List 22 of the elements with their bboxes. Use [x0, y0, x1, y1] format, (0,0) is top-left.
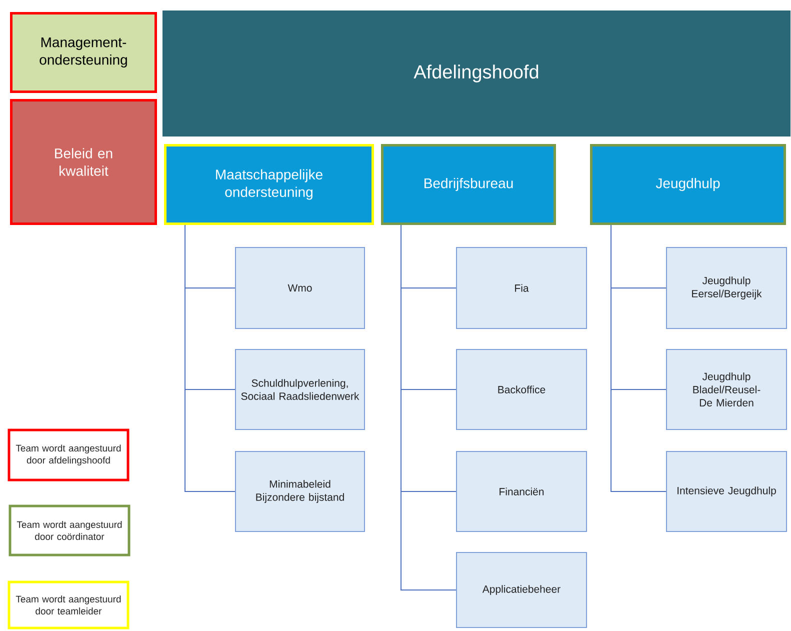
connector-line [610, 224, 666, 492]
legend-box: Team wordt aangestuurd door coördinator [8, 504, 130, 556]
legend-box: Team wordt aangestuurd door afdelingshoofd [8, 428, 130, 482]
team-box: Backoffice [456, 349, 587, 430]
section-box: Maatschappelijke ondersteuning [164, 144, 374, 225]
team-box: Applicatiebeheer [456, 552, 587, 628]
connector-line [184, 224, 236, 492]
section-box: Bedrijfsbureau [381, 144, 556, 225]
team-box: Intensieve Jeugdhulp [666, 451, 788, 532]
team-box: Wmo [235, 247, 365, 329]
section-box: Jeugdhulp [590, 144, 786, 225]
department-box: Afdelingshoofd [162, 10, 791, 136]
team-box: Management-ondersteuning [10, 12, 157, 93]
team-box: Schuldhulpverlening, Sociaal Raadsliedenwerk [235, 349, 365, 430]
team-box: Fia [456, 247, 587, 329]
connector-line [400, 224, 456, 590]
team-box: Beleid en kwaliteit [10, 99, 157, 225]
team-box: Financiën [456, 451, 587, 532]
team-box: Jeugdhulp Bladel/Reusel- De Mierden [666, 349, 788, 430]
team-box: Jeugdhulp Eersel/Bergeijk [666, 247, 788, 329]
team-box: Minimabeleid Bijzondere bijstand [235, 451, 365, 532]
legend-box: Team wordt aangestuurd door teamleider [8, 580, 130, 630]
